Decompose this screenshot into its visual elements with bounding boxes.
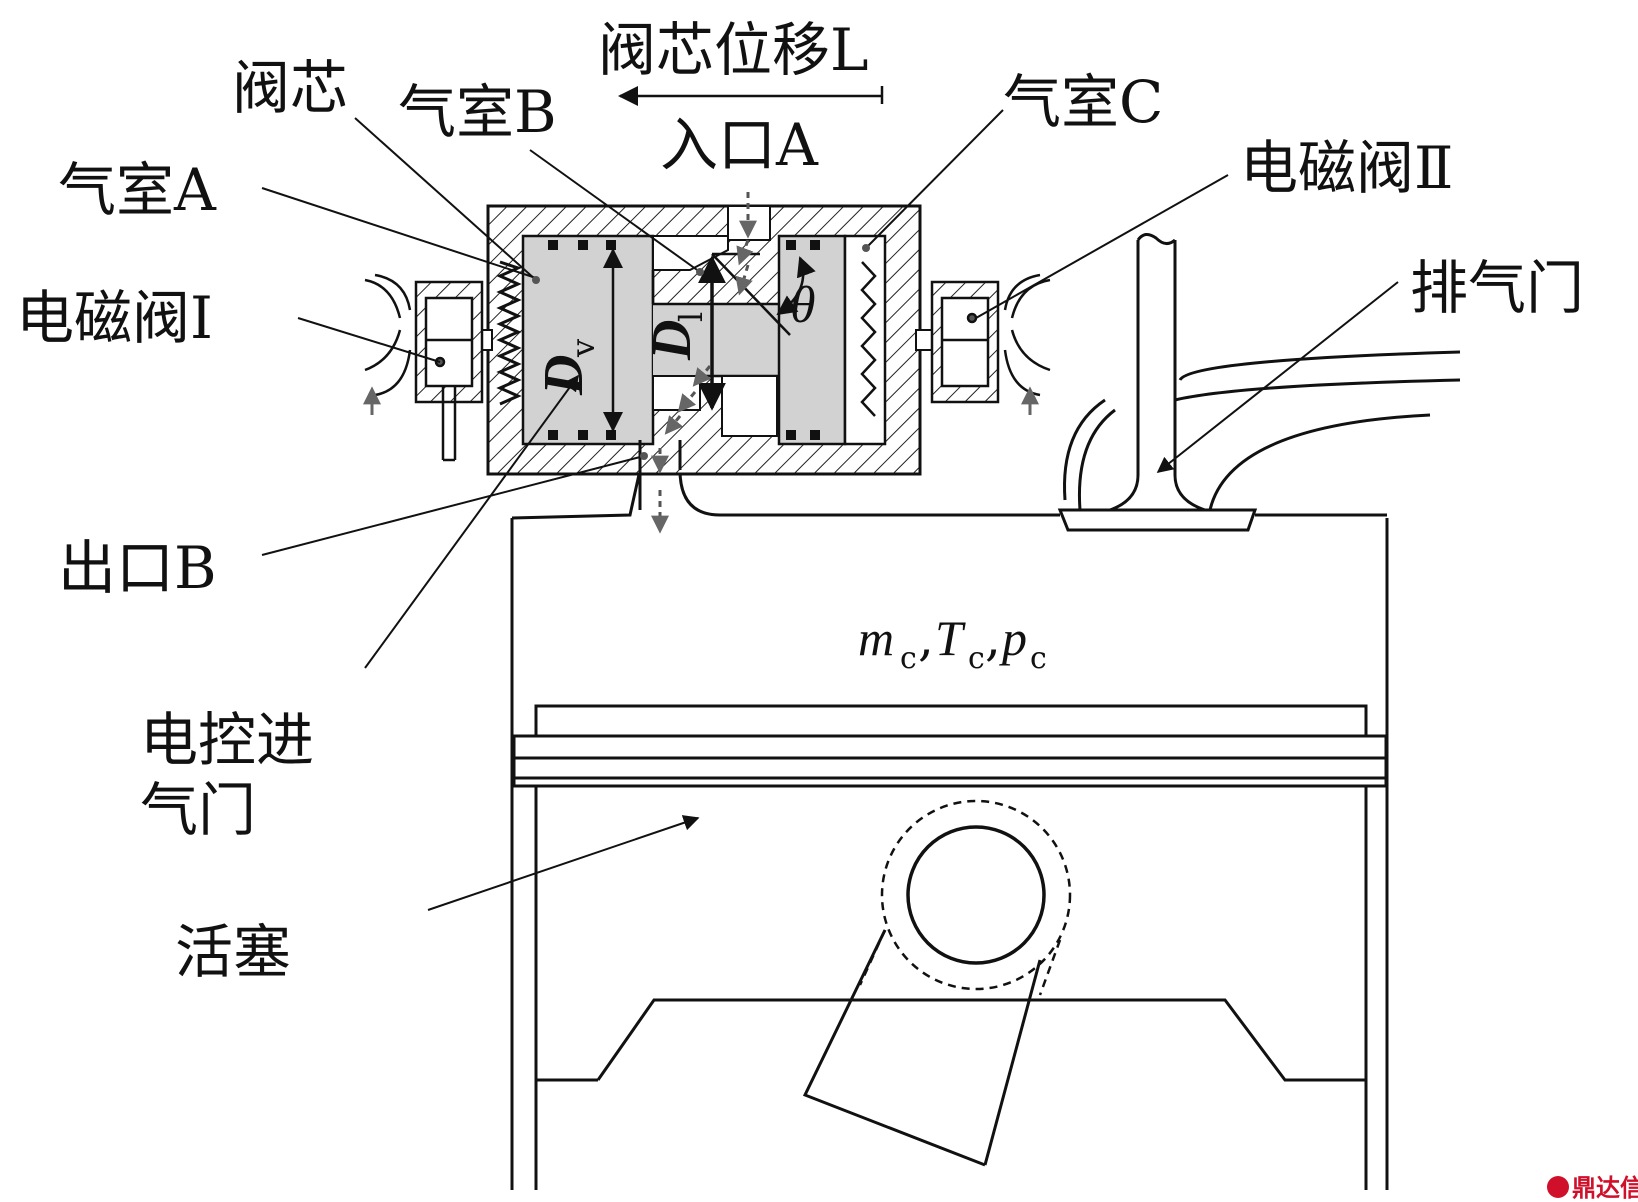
label-inlet-a: 入口A	[660, 111, 819, 179]
state-t: T	[935, 610, 966, 666]
state-m-sub: c	[900, 641, 917, 676]
label-dv-sub: v	[564, 339, 602, 358]
piston	[512, 704, 1388, 1190]
label-piston: 活塞	[175, 918, 291, 986]
solenoid-airflow-arrows	[363, 386, 1039, 415]
label-dv-main: D	[533, 355, 595, 396]
label-spool-displacement: 阀芯位移L	[598, 16, 869, 84]
state-p: p	[999, 610, 1027, 666]
gas-flow-arrows	[651, 192, 757, 534]
leader-lines	[261, 109, 1399, 911]
state-comma-1: ,	[918, 609, 934, 667]
state-p-sub: c	[1030, 641, 1047, 676]
cylinder	[510, 469, 1389, 1190]
cylinder-state-label: m c , T c , p c	[858, 609, 1047, 676]
spool-displacement-arrow	[618, 86, 884, 106]
label-solenoid-2: 电磁阀Ⅱ	[1240, 134, 1453, 202]
state-m: m	[858, 610, 894, 666]
label-chamber-c: 气室C	[1003, 68, 1163, 136]
label-dl: D l	[641, 312, 710, 361]
state-comma-2: ,	[985, 609, 1001, 667]
watermark: 鼎达信	[1547, 1174, 1638, 1202]
label-outlet-b: 出口B	[58, 534, 217, 602]
label-chamber-a: 气室A	[58, 156, 217, 224]
solenoid-valve-1	[364, 273, 484, 462]
label-dl-sub: l	[672, 312, 710, 322]
label-dv: D v	[533, 339, 602, 396]
state-t-sub: c	[968, 641, 985, 676]
label-solenoid-1: 电磁阀Ⅰ	[16, 284, 213, 352]
exhaust-valve-assembly	[1057, 233, 1461, 532]
label-theta: θ	[790, 277, 816, 334]
label-exhaust-valve: 排气门	[1410, 254, 1584, 322]
label-intake-valve-line1: 电控进	[140, 706, 314, 774]
label-chamber-b: 气室B	[398, 78, 557, 146]
watermark-text: 鼎达信	[1572, 1174, 1638, 1202]
label-spool: 阀芯	[232, 54, 348, 122]
label-dl-main: D	[641, 320, 703, 361]
leader-dots	[532, 244, 870, 460]
solenoid-valve-2	[930, 273, 1051, 404]
label-intake-valve-line2: 气门	[140, 776, 256, 844]
